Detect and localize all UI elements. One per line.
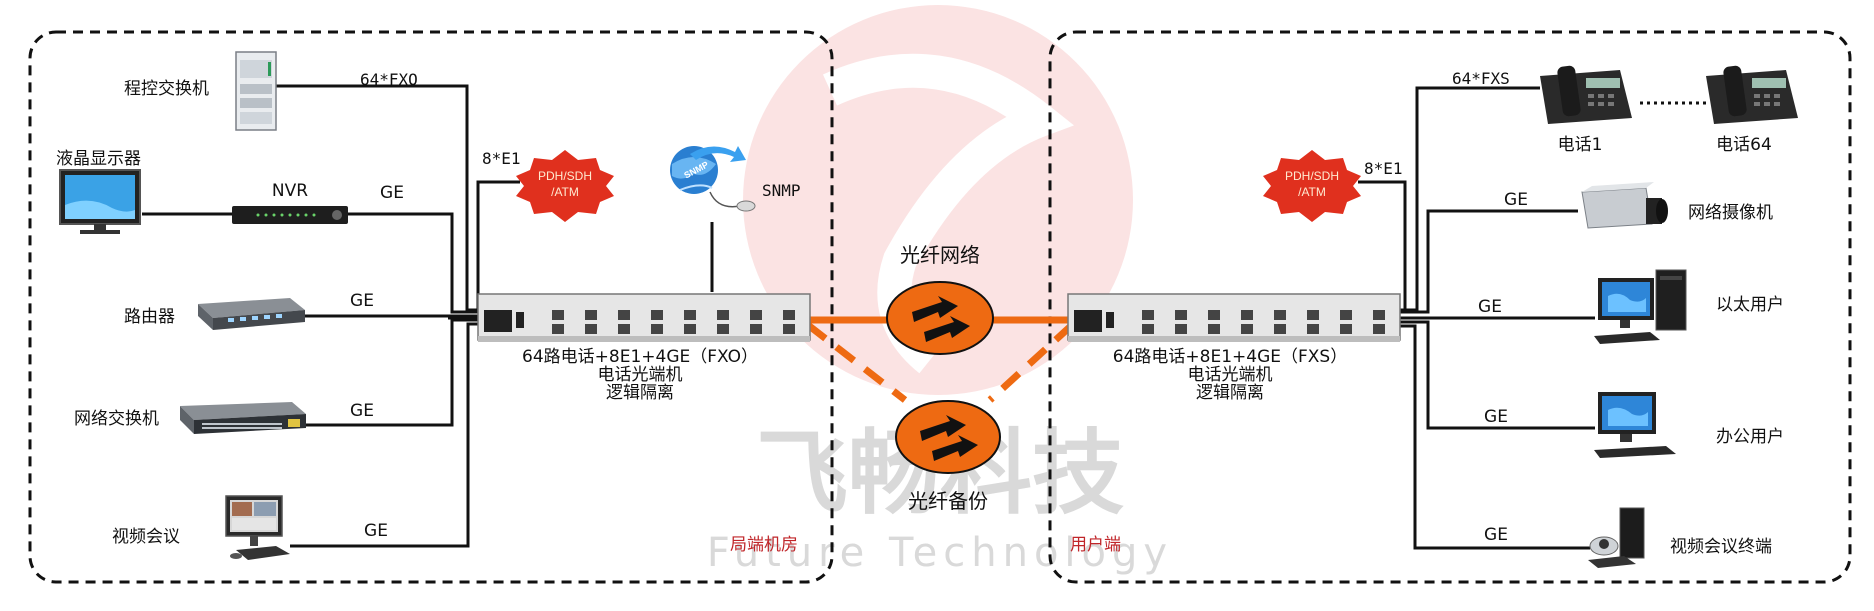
- eth-user-label: 以太用户: [1716, 295, 1784, 315]
- power-socket-icon: [484, 310, 512, 332]
- video-conference-icon: [225, 495, 290, 560]
- phones-link: [1398, 86, 1540, 312]
- e1-link-left: [476, 180, 520, 310]
- fiber-backup-line-left: [805, 322, 908, 403]
- switch-link: [305, 318, 482, 427]
- pbx-link-label: 64*FXO: [360, 70, 418, 89]
- snmp-label: SNMP: [762, 181, 801, 200]
- pdh-sdh-atm-burst-right: PDH/SDH /ATM: [1263, 150, 1361, 222]
- snmp-globe-icon: SNMP: [670, 146, 756, 212]
- router-link-label: GE: [350, 291, 374, 311]
- right-terminal-note: 逻辑隔离: [1196, 383, 1264, 403]
- fiber-backup-label: 光纤备份: [908, 489, 988, 513]
- right-terminal-title: 64路电话+8E1+4GE（FXS）: [1113, 347, 1347, 367]
- left-link-lines: [275, 84, 714, 548]
- camera-link-label: GE: [1504, 190, 1528, 210]
- left-terminal-rack: [477, 293, 811, 342]
- left-terminal-note: 逻辑隔离: [606, 383, 674, 403]
- video-conf-label: 视频会议: [112, 527, 180, 547]
- e1-link-label-right: 8*E1: [1364, 159, 1403, 178]
- right-zone-border: [1048, 30, 1852, 584]
- lcd-monitor-icon: [59, 169, 141, 234]
- video-conference-terminal-icon: [1588, 507, 1645, 568]
- fiber-main-router-icon: [886, 281, 994, 355]
- video-term-link: [1398, 324, 1590, 550]
- left-terminal-subtitle: 电话光端机: [598, 365, 683, 385]
- burst-text-left-line1: PDH/SDH: [538, 169, 592, 183]
- fiber-backup-router-icon: [895, 400, 1001, 474]
- pbx-label: 程控交换机: [124, 79, 209, 99]
- camera-label: 网络摄像机: [1688, 203, 1773, 223]
- lcd-label: 液晶显示器: [56, 149, 141, 169]
- left-terminal-title: 64路电话+8E1+4GE（FXO）: [522, 347, 758, 367]
- nvr-icon: [232, 206, 348, 224]
- watermark-brand-en: Future Technology: [707, 530, 1173, 576]
- pbx-link: [275, 84, 482, 312]
- office-user-label: 办公用户: [1716, 427, 1784, 447]
- phone1-label: 电话1: [1558, 135, 1603, 155]
- nvr-label: NVR: [272, 181, 308, 201]
- phone64-label: 电话64: [1716, 135, 1772, 155]
- router-label: 路由器: [124, 307, 175, 327]
- power-socket-icon: [1074, 310, 1102, 332]
- network-camera-icon: [1581, 182, 1668, 229]
- left-zone-label: 局端机房: [730, 535, 798, 555]
- telephone-icon: [1540, 65, 1632, 124]
- office-user-link-label: GE: [1484, 407, 1508, 427]
- video-conf-link-label: GE: [364, 521, 388, 541]
- right-terminal-subtitle: 电话光端机: [1188, 365, 1273, 385]
- router-icon: [198, 298, 305, 330]
- camera-link: [1398, 209, 1578, 314]
- video-conf-link: [290, 322, 482, 548]
- ethernet-user-pc-icon: [1594, 269, 1687, 344]
- pbx-cabinet-icon: [235, 51, 277, 131]
- right-terminal-rack: [1067, 293, 1401, 342]
- eth-user-link-label: GE: [1478, 297, 1502, 317]
- left-zone-border: [28, 30, 834, 584]
- fiber-backup-line-right: [987, 322, 1075, 403]
- e1-link-label-left: 8*E1: [482, 149, 521, 168]
- phones-link-label: 64*FXS: [1452, 69, 1510, 88]
- video-term-link-label: GE: [1484, 525, 1508, 545]
- power-switch-icon: [516, 312, 524, 328]
- office-user-link: [1398, 320, 1595, 430]
- nvr-link-label: GE: [380, 183, 404, 203]
- burst-text-right-line1: PDH/SDH: [1285, 169, 1339, 183]
- nvr-link: [348, 212, 482, 314]
- telephone-icon: [1706, 65, 1798, 124]
- right-link-lines: [1358, 86, 1595, 550]
- fiber-main-label: 光纤网络: [900, 243, 980, 267]
- right-zone-label: 用户端: [1070, 535, 1121, 555]
- pdh-sdh-atm-burst-left: PDH/SDH /ATM: [516, 150, 614, 222]
- power-switch-icon: [1106, 312, 1114, 328]
- switch-label: 网络交换机: [74, 409, 159, 429]
- switch-link-label: GE: [350, 401, 374, 421]
- burst-text-right-line2: /ATM: [1298, 185, 1326, 199]
- video-term-label: 视频会议终端: [1670, 537, 1772, 557]
- burst-text-left-line2: /ATM: [551, 185, 579, 199]
- office-user-pc-icon: [1594, 392, 1676, 458]
- network-switch-icon: [180, 402, 306, 434]
- e1-link-right: [1358, 180, 1407, 310]
